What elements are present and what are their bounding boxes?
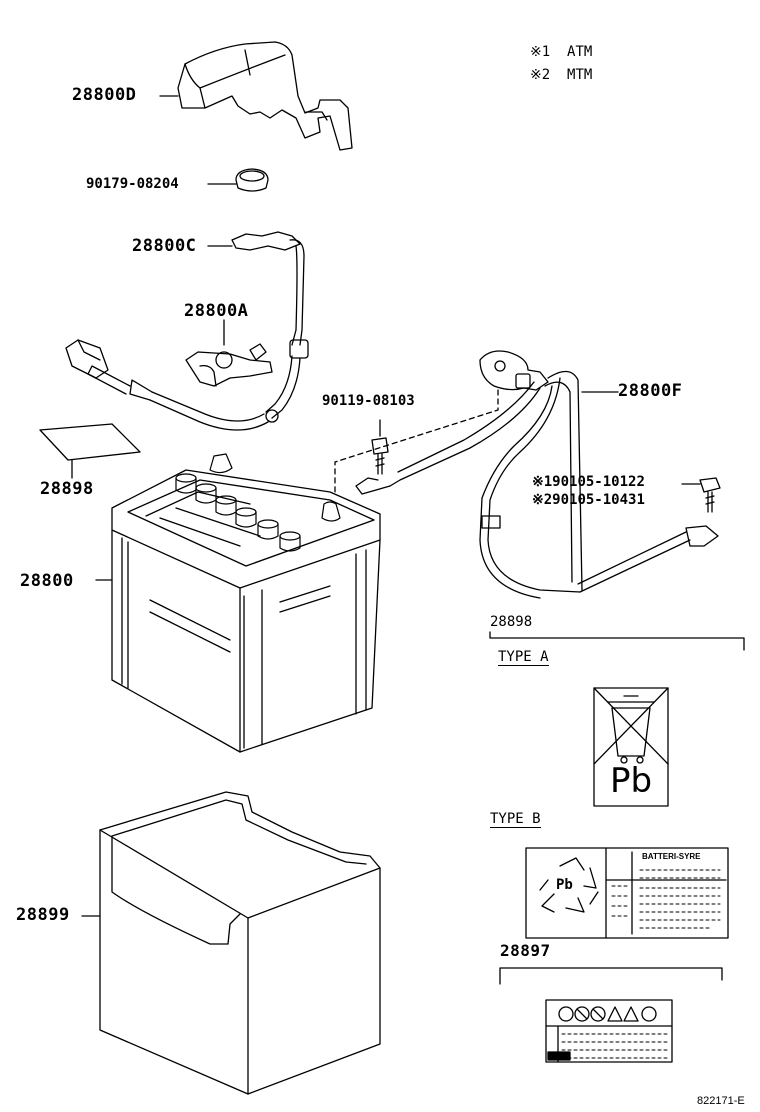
group-label-28897[interactable]: 28897 bbox=[500, 941, 551, 960]
terminal-cover-drawing bbox=[159, 41, 353, 151]
bolt-drawing bbox=[334, 389, 499, 495]
battery-tray-drawing bbox=[81, 791, 381, 1095]
part-number-tray[interactable]: 28899 bbox=[16, 905, 70, 925]
type-a-pb-mark: Pb bbox=[610, 761, 653, 801]
group-label-28898[interactable]: 28898 bbox=[490, 614, 533, 630]
part-number-clip[interactable]: 90179-08204 bbox=[86, 176, 179, 192]
legend-note-1: ※1 ATM bbox=[530, 45, 592, 59]
part-number-cover[interactable]: 28800D bbox=[72, 85, 137, 105]
part-number-terminal[interactable]: 28800A bbox=[184, 301, 249, 321]
mount-bolt-drawing bbox=[681, 477, 721, 513]
part-number-negative-cable[interactable]: 28800C bbox=[132, 236, 197, 256]
part-number-label-pad[interactable]: 28898 bbox=[40, 479, 94, 499]
legend-note-1-text: ATM bbox=[567, 44, 593, 60]
legend-note-1-mark: ※1 bbox=[530, 44, 551, 60]
type-b-recycle-pb: Pb bbox=[556, 877, 573, 893]
group-bracket-28897 bbox=[499, 967, 723, 985]
part-number-bolt-atm[interactable]: ※190105-10122 bbox=[532, 474, 645, 490]
part-number-bolt[interactable]: 90119-08103 bbox=[322, 393, 415, 409]
positive-cable-drawing bbox=[355, 350, 719, 599]
warning-label-drawing bbox=[545, 999, 673, 1063]
clip-drawing bbox=[207, 168, 269, 192]
part-number-positive-cable[interactable]: 28800F bbox=[618, 381, 683, 401]
part-number-battery[interactable]: 28800 bbox=[20, 571, 74, 591]
type-a-label-drawing bbox=[593, 687, 669, 807]
negative-cable-drawing bbox=[65, 231, 309, 431]
figure-code: 822171-E bbox=[697, 1095, 745, 1107]
legend-note-2: ※2 MTM bbox=[530, 68, 592, 82]
legend-note-2-mark: ※2 bbox=[530, 67, 551, 83]
part-number-bolt-mtm[interactable]: ※290105-10431 bbox=[532, 492, 645, 508]
type-b-label-drawing bbox=[525, 847, 729, 939]
legend-note-2-text: MTM bbox=[567, 67, 593, 83]
terminal-clamp-drawing bbox=[185, 319, 273, 387]
group-bracket-28898 bbox=[489, 631, 745, 651]
battery-drawing bbox=[95, 453, 381, 753]
type-b-label-title: BATTERI-SYRE bbox=[642, 852, 701, 861]
type-a-heading: TYPE A bbox=[498, 649, 549, 666]
label-pad-drawing bbox=[39, 423, 141, 479]
type-b-heading: TYPE B bbox=[490, 811, 541, 828]
